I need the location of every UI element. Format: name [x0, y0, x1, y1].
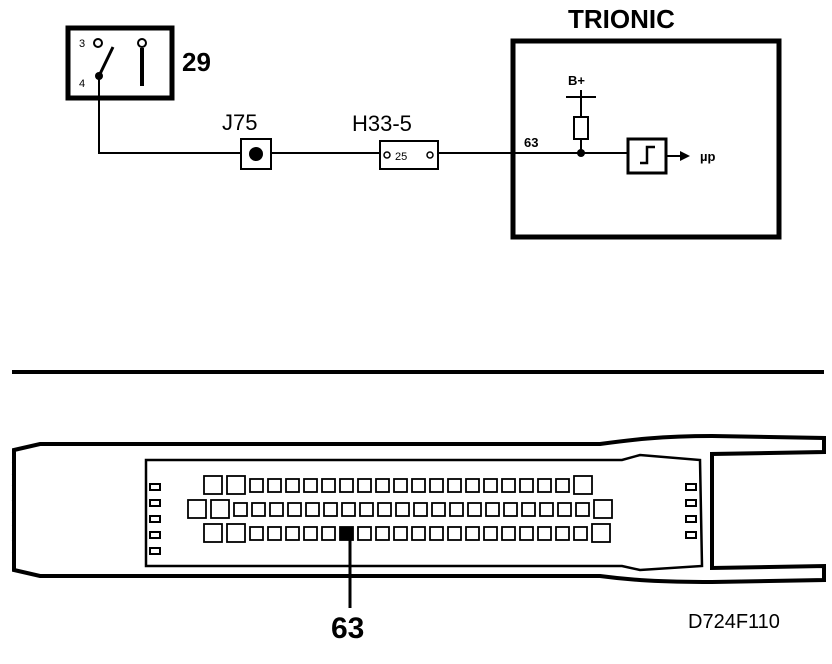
connector-pin	[555, 478, 570, 493]
connector-pin	[483, 526, 498, 541]
ground-point-j75: J75	[222, 110, 272, 170]
connector-pin	[447, 478, 462, 493]
switch-29: 3 4 29	[65, 25, 211, 101]
connector-pin	[483, 478, 498, 493]
wire-switch-to-j75	[98, 76, 243, 154]
switch-blade-left	[97, 46, 115, 77]
connector-pin	[375, 526, 390, 541]
connector-pin	[267, 478, 282, 493]
connector-pin	[393, 526, 408, 541]
connector-pin	[226, 523, 246, 543]
junction-dot	[577, 149, 585, 157]
connector-pin	[287, 502, 302, 517]
connector-pin	[339, 478, 354, 493]
carrier-latch-right	[685, 483, 697, 539]
pullup-resistor	[573, 116, 589, 140]
connector-pin	[503, 502, 518, 517]
connector-pin	[485, 502, 500, 517]
connector-pin	[323, 502, 338, 517]
connector-pin	[203, 523, 223, 543]
ecu-connector-view: 63	[11, 433, 826, 645]
module-pin-label: 63	[524, 135, 538, 150]
connector-pin	[573, 526, 588, 541]
connector-pin	[359, 502, 374, 517]
connector-pin	[411, 526, 426, 541]
connector-pin	[413, 502, 428, 517]
connector-pin	[269, 502, 284, 517]
connector-pin	[521, 502, 536, 517]
connector-pin	[357, 526, 372, 541]
connector-pin	[233, 502, 248, 517]
h33-pin-left	[383, 151, 391, 159]
connector-pin	[357, 478, 372, 493]
carrier-latch-left	[149, 483, 161, 555]
connector-pin	[251, 502, 266, 517]
h33-pin-right	[426, 151, 434, 159]
switch-contact-top-left	[93, 38, 103, 48]
connector-pin	[267, 526, 282, 541]
module-title: TRIONIC	[568, 4, 675, 34]
connector-pin	[341, 502, 356, 517]
switch-pin-4-label: 4	[79, 78, 85, 90]
connector-pin	[375, 478, 390, 493]
connector-h33-5: H33-5 25	[352, 111, 439, 170]
connector-pin	[411, 478, 426, 493]
connector-pin	[501, 526, 516, 541]
connector-pin	[395, 502, 410, 517]
connector-pin	[593, 499, 613, 519]
output-arrow	[680, 151, 690, 161]
trionic-module: TRIONIC 63 B+ µp	[510, 4, 782, 240]
switch-id-label: 29	[182, 47, 211, 77]
connector-pin	[447, 526, 462, 541]
switch-box	[65, 25, 175, 101]
connector-pin	[303, 478, 318, 493]
pin-grid	[187, 475, 613, 543]
connector-pin	[573, 475, 593, 495]
connector-pin	[203, 475, 223, 495]
connector-pin	[187, 499, 207, 519]
connector-pin	[519, 526, 534, 541]
connector-pin	[393, 478, 408, 493]
h33-label: H33-5	[352, 111, 412, 136]
j75-label: J75	[222, 110, 257, 135]
connector-pin	[539, 502, 554, 517]
connector-pin	[377, 502, 392, 517]
connector-pin	[429, 526, 444, 541]
callout-pin-label: 63	[331, 612, 364, 645]
j75-dot	[249, 147, 263, 161]
connector-pin	[465, 478, 480, 493]
connector-pin	[519, 478, 534, 493]
switch-pin-3-label: 3	[79, 38, 85, 50]
schmitt-trigger-symbol	[640, 145, 655, 165]
h33-pin-label: 25	[395, 151, 407, 163]
connector-pin	[449, 502, 464, 517]
connector-pin	[555, 526, 570, 541]
connector-pin	[501, 478, 516, 493]
supply-label: B+	[568, 73, 585, 88]
connector-pin	[467, 502, 482, 517]
switch-contact-top-right	[137, 38, 147, 48]
connector-pin	[285, 526, 300, 541]
connector-pin	[226, 475, 246, 495]
connector-pin	[537, 478, 552, 493]
connector-pin	[321, 478, 336, 493]
connector-pin	[210, 499, 230, 519]
connector-pin	[303, 526, 318, 541]
connector-pin	[429, 478, 444, 493]
connector-pin	[249, 478, 264, 493]
connector-pin	[431, 502, 446, 517]
connector-pin	[305, 502, 320, 517]
output-label: µp	[700, 149, 715, 164]
figure-code: D724F110	[688, 611, 780, 633]
connector-pin	[249, 526, 264, 541]
connector-pin	[285, 478, 300, 493]
connector-pin	[575, 502, 590, 517]
connector-pin	[321, 526, 336, 541]
connector-pin	[537, 526, 552, 541]
connector-pin	[591, 523, 611, 543]
connector-pin	[465, 526, 480, 541]
connector-pin	[557, 502, 572, 517]
